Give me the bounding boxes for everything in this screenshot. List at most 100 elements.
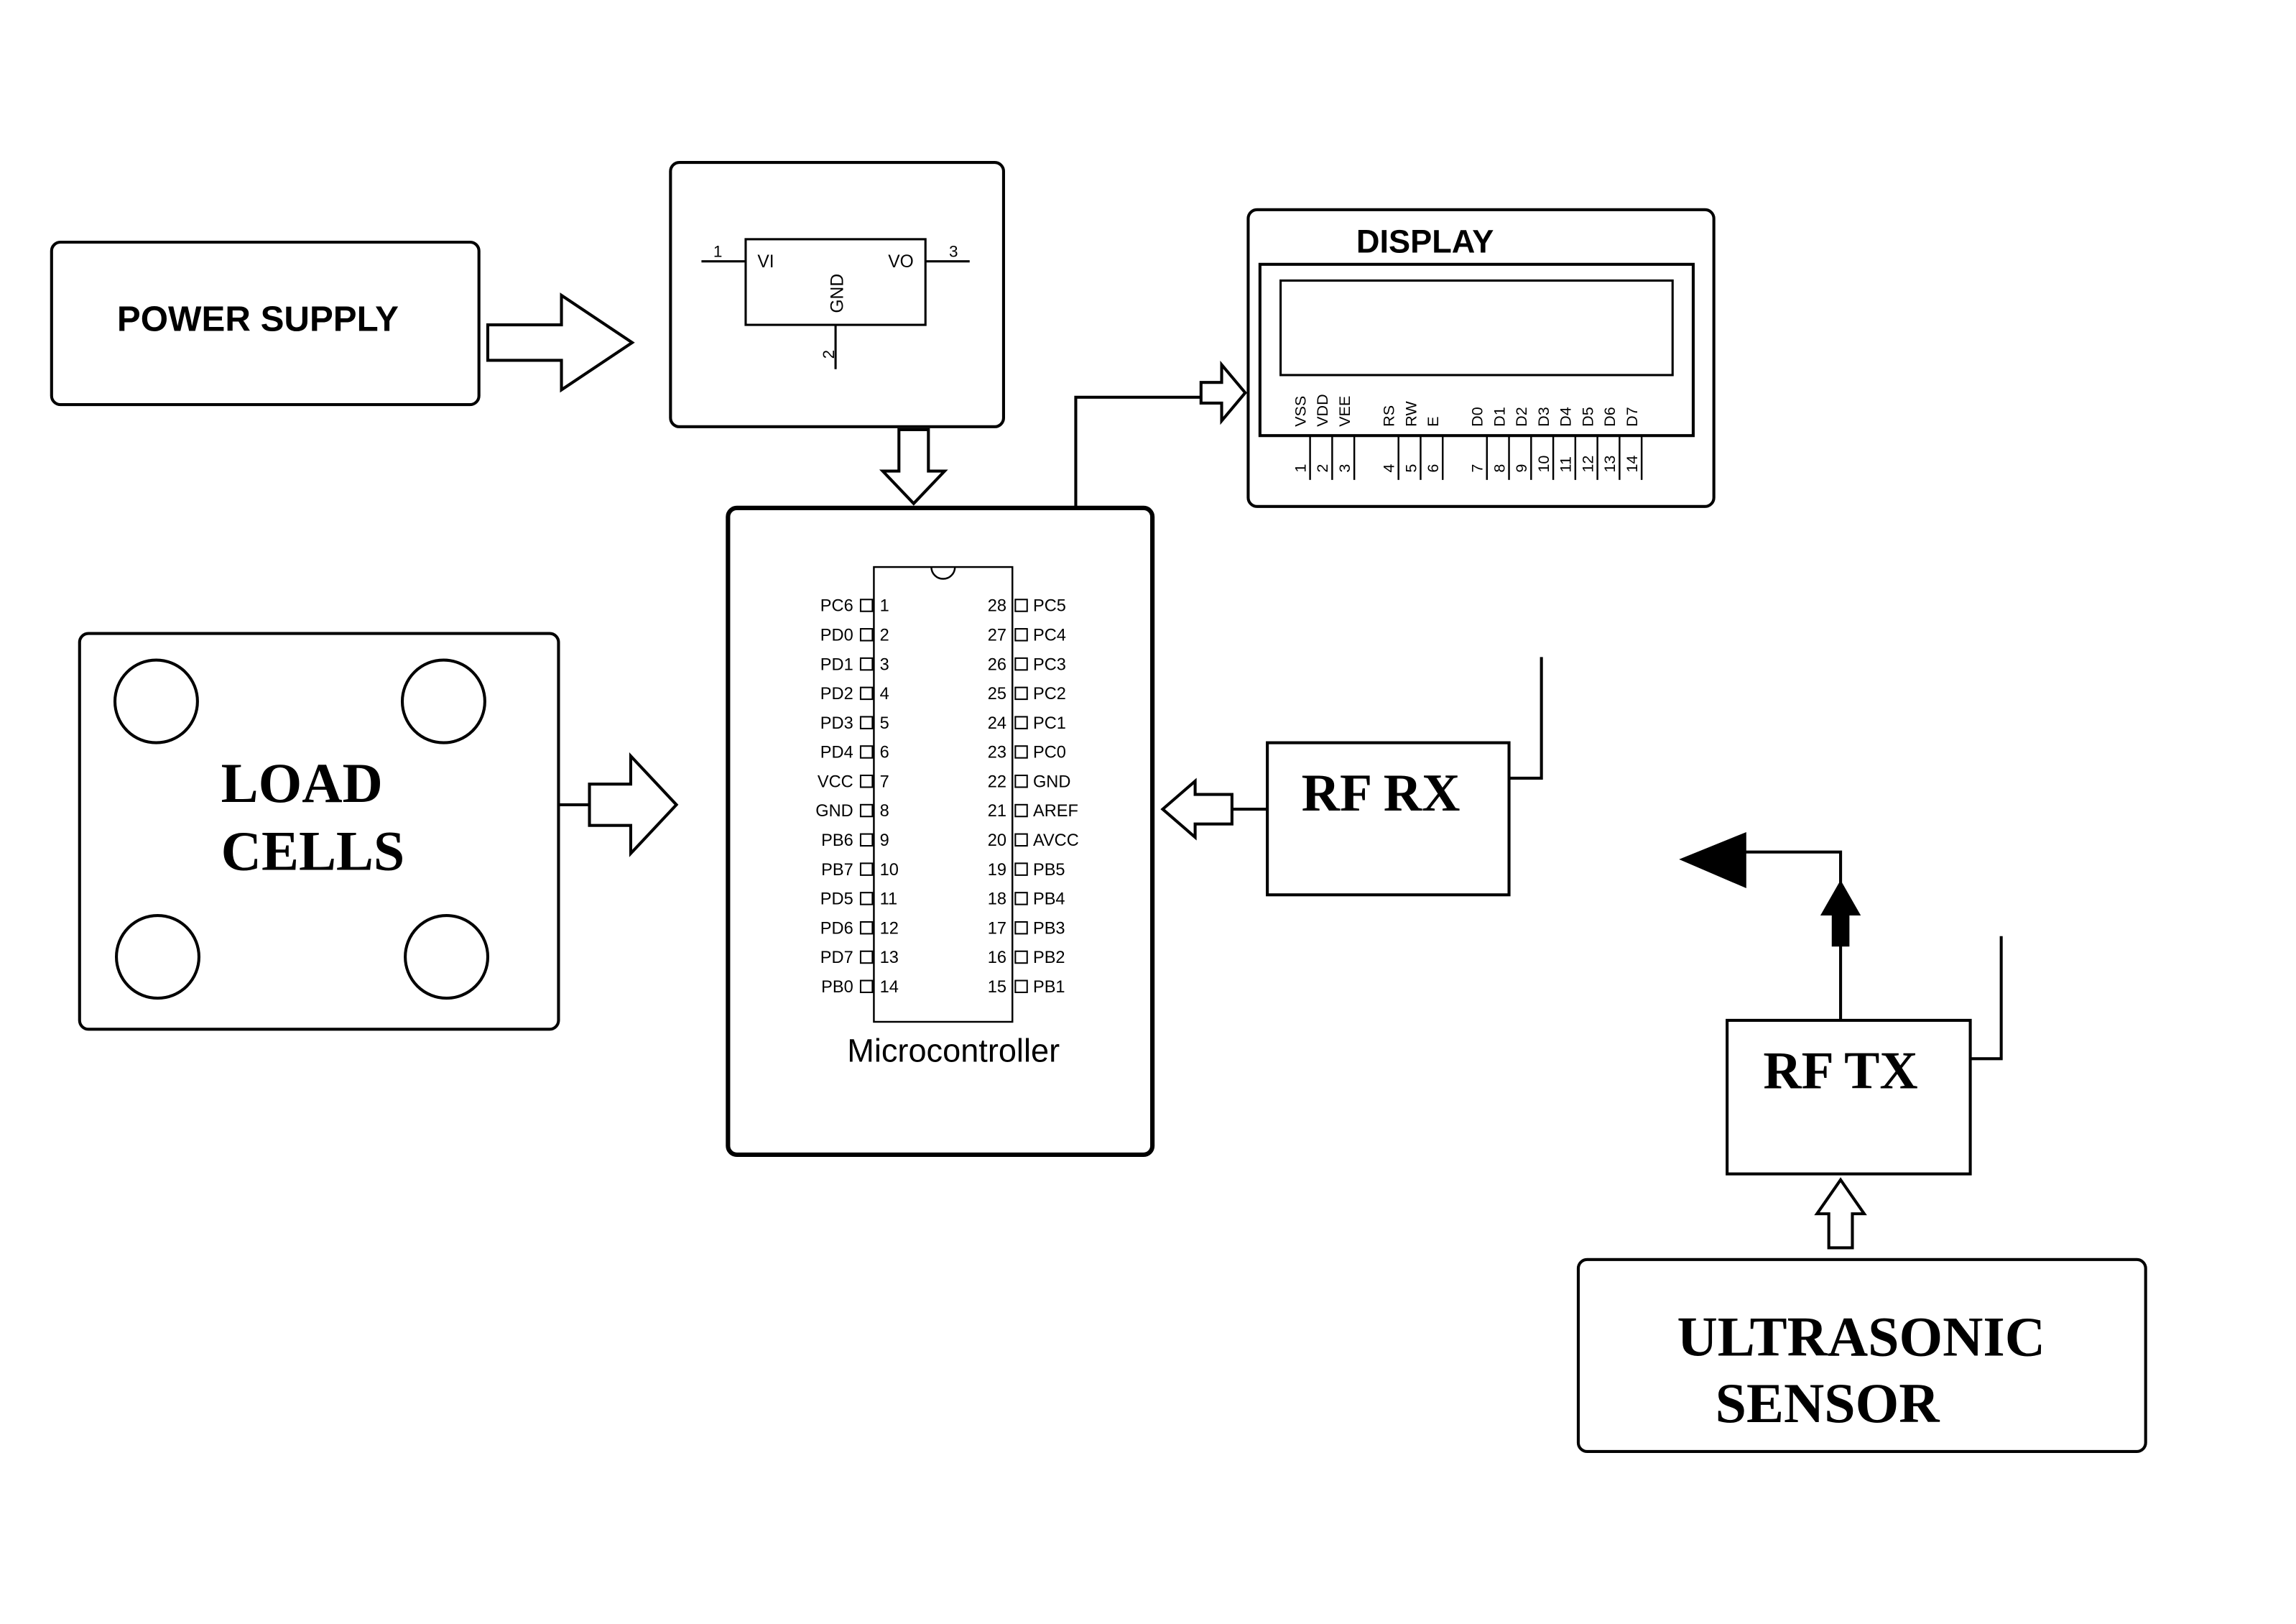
mcu-pin-pad-left — [859, 775, 874, 788]
mcu-pin-name-right: PC4 — [1033, 627, 1066, 645]
regulator-box — [669, 160, 1005, 428]
lcd-pin-num: 4 — [1380, 464, 1398, 473]
mcu-pin-name-left: PC6 — [820, 597, 853, 616]
mcu-pin-pad-right — [1014, 862, 1028, 876]
lcd-pin-num: 14 — [1623, 456, 1641, 473]
regulator-pin-gnd-label: GND — [828, 274, 847, 313]
mcu-pin-name-left: PD0 — [820, 627, 853, 645]
mcu-pin-pad-right — [1014, 775, 1028, 788]
mcu-pin-pad-left — [859, 716, 874, 729]
mcu-pin-num-left: 5 — [880, 714, 889, 733]
lcd-pin-name: D4 — [1557, 407, 1575, 427]
display-title: DISPLAY — [1356, 223, 1494, 259]
lcd-pin-num: 3 — [1336, 464, 1353, 473]
regulator-pin-gnd-num: 2 — [820, 350, 838, 359]
load-cells-box — [78, 632, 560, 1031]
regulator-pin-out-label: VO — [888, 252, 914, 272]
mcu-pin-num-right: 16 — [988, 949, 1006, 967]
mcu-pin-name-left: PD2 — [820, 685, 853, 703]
mcu-pin-pad-left — [859, 892, 874, 905]
wire-microcontroller-to-display — [1074, 395, 1201, 507]
mcu-pin-name-left: VCC — [818, 772, 853, 791]
mcu-pin-name-left: PD7 — [820, 949, 853, 967]
ultrasonic-sensor-box — [1576, 1258, 2147, 1454]
lcd-pin-name: D7 — [1623, 407, 1641, 427]
mcu-pin-num-right: 18 — [988, 890, 1006, 909]
rf-tx-box — [1726, 1018, 1972, 1176]
mcu-pin-num-right: 19 — [988, 861, 1006, 880]
arrow-regulator-to-microcontroller — [879, 428, 948, 506]
rf-tx-antenna — [1970, 936, 2003, 1061]
mcu-pin-pad-left — [859, 833, 874, 847]
lcd-pin-name: D2 — [1512, 407, 1530, 427]
lcd-pin-name: E — [1424, 416, 1442, 426]
mcu-chip-notch — [930, 567, 956, 580]
mcu-pin-name-right: AREF — [1033, 802, 1078, 821]
ultrasonic-label-line2: SENSOR — [1716, 1372, 1941, 1434]
rf-rx-label: RF RX — [1302, 763, 1461, 822]
load-cells-label-line2: CELLS — [221, 819, 405, 882]
rf-tx-label: RF TX — [1763, 1041, 1917, 1099]
mcu-pin-name-right: PC2 — [1033, 685, 1066, 703]
voltage-regulator-block: 1 VI 3 VO GND 2 — [669, 160, 1005, 428]
load-cell-circle-bottom-left — [115, 913, 200, 1000]
lcd-pin-name: VDD — [1313, 394, 1331, 427]
mcu-pin-pad-left — [859, 979, 874, 994]
mcu-pin-pad-left — [859, 657, 874, 671]
mcu-pin-name-right: PB3 — [1033, 919, 1065, 938]
mcu-pin-pad-right — [1014, 921, 1028, 935]
rf-rx-antenna — [1509, 657, 1543, 780]
mcu-pin-pad-right — [1014, 979, 1028, 994]
mcu-pin-pad-left — [859, 921, 874, 935]
mcu-pin-num-right: 20 — [988, 831, 1006, 850]
mcu-pin-name-right: PB5 — [1033, 861, 1065, 880]
rf-rx-block: RF RX — [1266, 657, 1543, 897]
mcu-pin-num-left: 13 — [880, 949, 899, 967]
mcu-pin-pad-right — [1014, 599, 1028, 612]
lcd-pin-num: 6 — [1424, 464, 1442, 473]
mcu-pin-name-right: PC3 — [1033, 655, 1066, 674]
mcu-pin-name-right: PC5 — [1033, 597, 1066, 616]
regulator-pin-out-num: 3 — [949, 243, 958, 261]
mcu-pin-num-left: 1 — [880, 597, 889, 616]
load-cells-block: LOAD CELLS — [78, 632, 560, 1031]
mcu-pin-num-left: 4 — [880, 685, 889, 703]
lcd-pin-name: D1 — [1490, 407, 1508, 427]
mcu-pin-pad-right — [1014, 950, 1028, 964]
load-cells-label-line1: LOAD — [221, 752, 383, 814]
regulator-pin-in-num: 1 — [713, 243, 723, 261]
arrow-rf-tx-up-icon — [1820, 880, 1861, 947]
mcu-pin-name-left: PD5 — [820, 890, 853, 909]
mcu-pin-num-left: 2 — [880, 627, 889, 645]
lcd-pin-name: VEE — [1336, 396, 1353, 427]
mcu-pin-pad-left — [859, 950, 874, 964]
mcu-pin-num-right: 26 — [988, 655, 1006, 674]
wire-rf-tx-to-left — [1744, 850, 1843, 883]
mcu-pin-num-left: 7 — [880, 772, 889, 791]
rf-rx-box — [1266, 741, 1511, 897]
mcu-pin-name-left: PB7 — [821, 861, 853, 880]
ultrasonic-sensor-block: ULTRASONIC SENSOR — [1576, 1258, 2147, 1454]
load-cell-circle-bottom-right — [404, 913, 490, 1000]
mcu-pin-name-left: GND — [815, 802, 853, 821]
lcd-pin-num: 7 — [1468, 464, 1486, 473]
mcu-pin-name-right: PC0 — [1033, 744, 1066, 762]
mcu-pin-num-right: 21 — [988, 802, 1006, 821]
mcu-pin-name-left: PB6 — [821, 831, 853, 850]
mcu-pin-pad-right — [1014, 803, 1028, 818]
lcd-pin-num: 11 — [1557, 456, 1575, 472]
mcu-pin-num-left: 6 — [880, 744, 889, 762]
mcu-pin-num-right: 27 — [988, 627, 1006, 645]
mcu-pin-num-left: 10 — [880, 861, 899, 880]
load-cell-circle-top-left — [113, 658, 199, 744]
mcu-pin-name-left: PD4 — [820, 744, 853, 762]
load-cell-circle-top-right — [400, 658, 486, 744]
mcu-pin-name-right: PB2 — [1033, 949, 1065, 967]
mcu-pin-name-right: PB1 — [1033, 978, 1065, 997]
arrow-power-to-regulator — [486, 292, 635, 393]
lcd-pin-name: RS — [1380, 405, 1398, 427]
microcontroller-label: Microcontroller — [847, 1032, 1060, 1069]
power-supply-label: POWER SUPPLY — [117, 299, 399, 338]
